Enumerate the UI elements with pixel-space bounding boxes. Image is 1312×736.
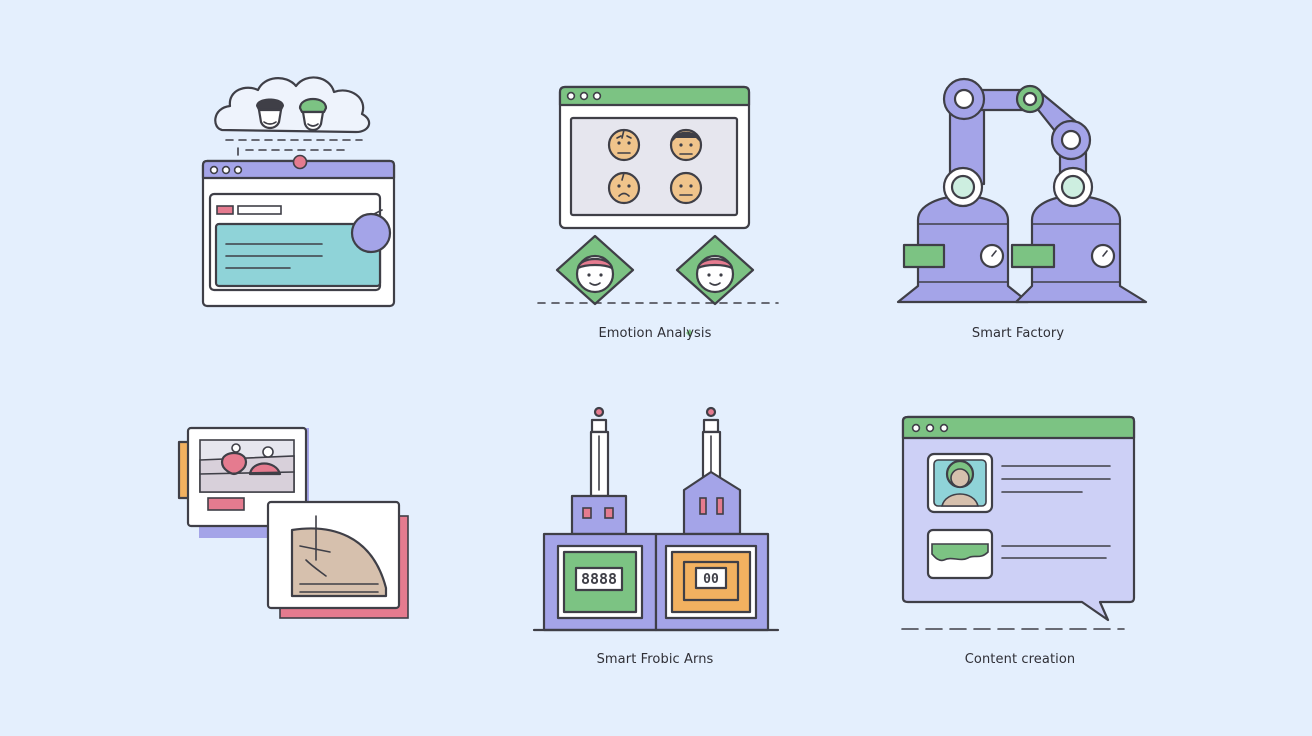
cloud-icon xyxy=(214,76,371,134)
content-creation-caption: Content creation xyxy=(964,652,1076,667)
left-display-readout: 8888 xyxy=(581,570,617,588)
control-towers-icon xyxy=(532,406,780,632)
emotion-analysis-icon xyxy=(537,85,779,337)
face-icon xyxy=(298,97,328,132)
smart-factory-caption: Smart Factory xyxy=(971,326,1065,341)
diamond-face-icon xyxy=(555,234,635,306)
emotion-analysis-caption: Emotion Analysis xyxy=(598,326,712,341)
face-icon xyxy=(256,98,284,130)
robot-machine-left xyxy=(896,166,1030,304)
profile-card xyxy=(926,452,994,514)
browser-window xyxy=(201,154,396,308)
frown-face-icon xyxy=(669,128,703,162)
smart-factory-icon xyxy=(896,77,1148,304)
cloud-browser-icon xyxy=(201,76,396,308)
face-grid xyxy=(607,128,703,205)
right-display-readout: 00 xyxy=(703,572,719,587)
diamond-face-icon xyxy=(675,234,755,306)
photo-cards-icon xyxy=(177,426,409,619)
neutral-face-icon xyxy=(669,171,703,205)
worried-face-icon xyxy=(607,128,641,162)
image-card xyxy=(926,528,994,580)
smart-robotic-arms-caption: Smart Frobic Arns xyxy=(596,652,714,667)
robot-machine-right xyxy=(1010,166,1148,304)
content-creation-icon xyxy=(901,415,1136,630)
sad-face-icon xyxy=(607,171,641,205)
